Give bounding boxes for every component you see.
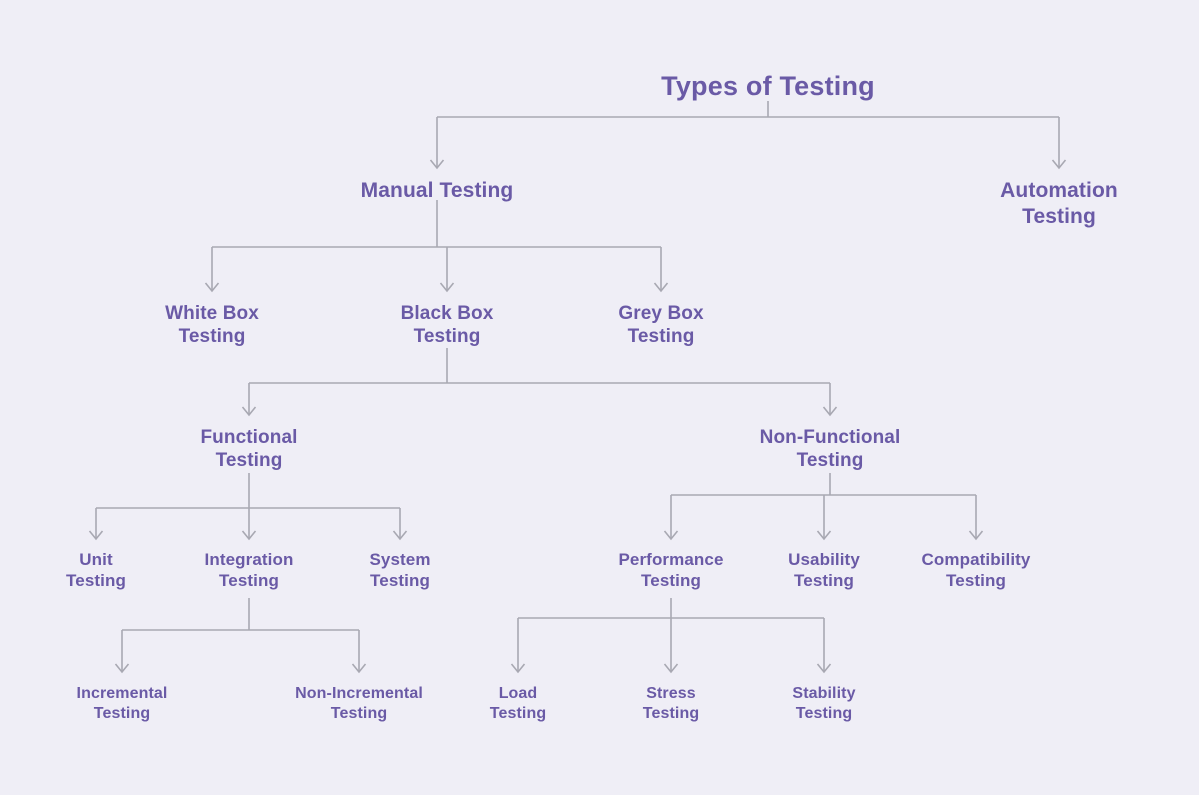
arrow-automation xyxy=(1051,159,1067,170)
node-manual: Manual Testing xyxy=(360,179,514,202)
arrow-functional xyxy=(241,406,257,417)
arrow-unit xyxy=(88,530,104,541)
node-whitebox: White Box Testing xyxy=(165,303,259,348)
arrow-stress xyxy=(663,663,679,674)
arrow-stability xyxy=(816,663,832,674)
node-nonfunctional: Non-Functional Testing xyxy=(759,427,901,472)
node-system: System Testing xyxy=(369,550,431,590)
arrow-blackbox xyxy=(439,282,455,293)
node-unit: Unit Testing xyxy=(66,550,126,590)
node-usability: Usability Testing xyxy=(788,550,860,590)
node-blackbox: Black Box Testing xyxy=(400,303,494,348)
arrow-performance xyxy=(663,530,679,541)
arrow-nonfunctional xyxy=(822,406,838,417)
node-functional: Functional Testing xyxy=(200,427,298,472)
node-greybox: Grey Box Testing xyxy=(618,303,704,348)
node-compatibility: Compatibility Testing xyxy=(921,550,1031,590)
node-stress: Stress Testing xyxy=(642,685,700,722)
node-stability: Stability Testing xyxy=(792,685,856,722)
arrow-load xyxy=(510,663,526,674)
arrow-compatibility xyxy=(968,530,984,541)
node-root: Types of Testing xyxy=(661,71,875,101)
node-nonincremental: Non-Incremental Testing xyxy=(295,685,423,722)
arrow-system xyxy=(392,530,408,541)
arrow-manual xyxy=(429,159,445,170)
arrow-nonincremental xyxy=(351,663,367,674)
arrow-incremental xyxy=(114,663,130,674)
node-incremental: Incremental Testing xyxy=(76,685,168,722)
node-load: Load Testing xyxy=(489,685,547,722)
node-integration: Integration Testing xyxy=(204,550,294,590)
node-automation: Automation Testing xyxy=(1000,179,1118,228)
arrow-whitebox xyxy=(204,282,220,293)
node-performance: Performance Testing xyxy=(618,550,724,590)
arrow-integration xyxy=(241,530,257,541)
arrow-greybox xyxy=(653,282,669,293)
arrow-usability xyxy=(816,530,832,541)
